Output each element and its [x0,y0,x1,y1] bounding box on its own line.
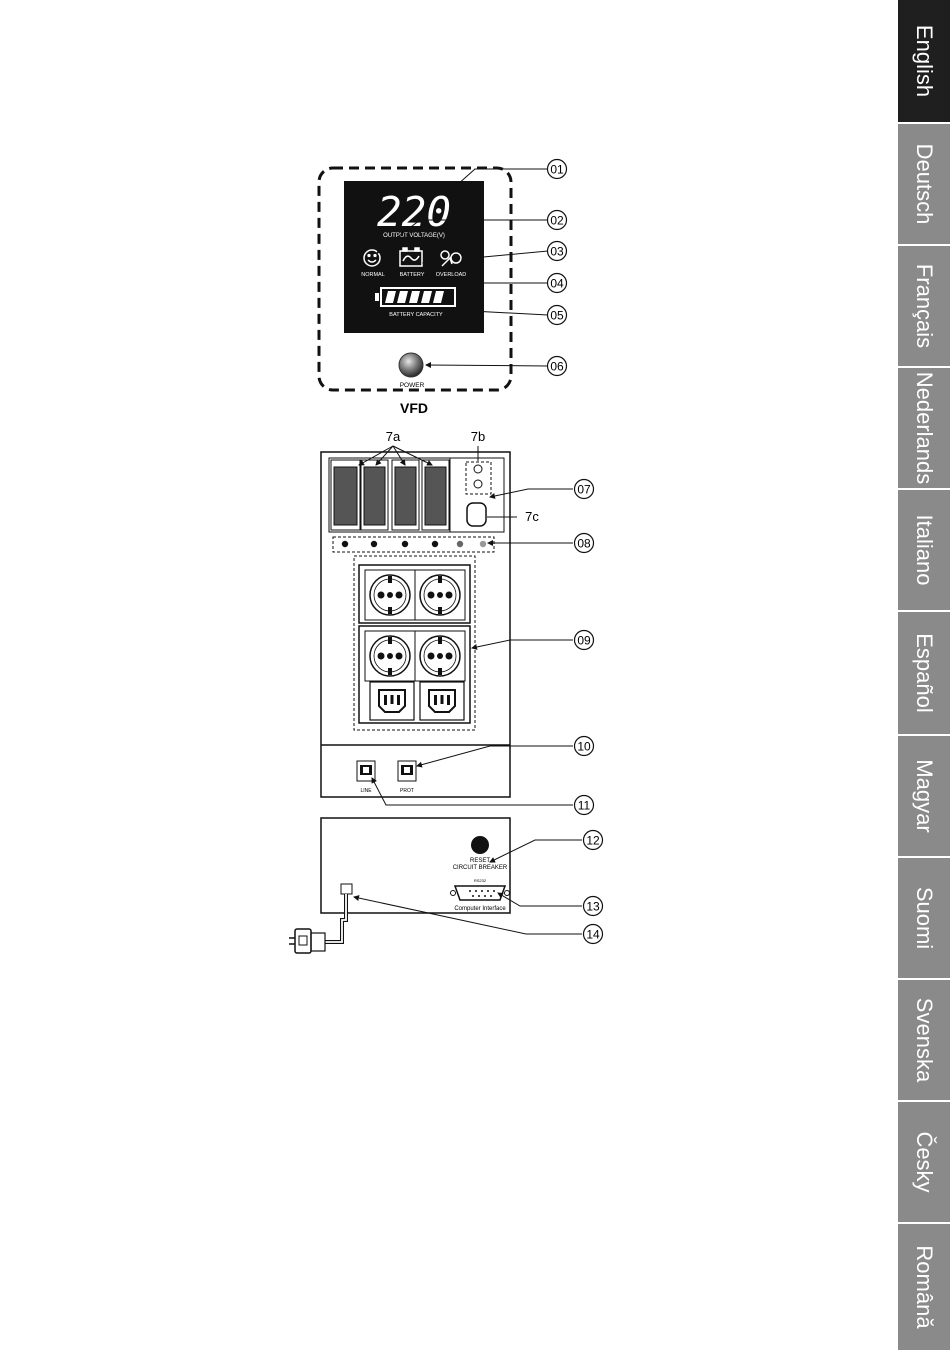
language-tab-label: Italiano [911,515,937,586]
label-7c: 7c [525,509,539,524]
callout-number: 04 [550,277,564,291]
battery-slot [395,467,416,525]
battery-slot [334,467,357,525]
indicator-led-bottom [474,480,482,488]
language-tab[interactable]: Česky [898,1102,950,1224]
language-tab[interactable]: Español [898,612,950,736]
language-tab-label: Svenska [911,998,937,1082]
callout-number: 08 [577,537,591,551]
callout-number: 05 [550,309,564,323]
callout-number: 02 [550,214,564,228]
callout-number: 03 [550,245,564,259]
capacity-label: BATTERY CAPACITY [389,312,443,318]
language-tab-label: Magyar [911,759,937,832]
schuko-outlet [415,631,465,681]
indicator-dot [342,541,348,547]
reset-label: RESET [470,858,490,864]
interface-label: Computer Interface [454,906,506,912]
normal-label: NORMAL [361,272,385,278]
indicator-dot [457,541,463,547]
callout-number: 14 [586,928,600,942]
prot-label: PROT [400,788,414,794]
ups-diagram: 220 OUTPUT VOLTAGE(V) NORMAL BATTERY OVE… [0,0,898,1352]
reset-button[interactable] [471,836,489,854]
schuko-outlet [365,570,415,620]
rs232-port[interactable] [451,886,510,900]
indicator-dot [432,541,438,547]
indicator-dot [480,541,486,547]
rs232-label: RS232 [474,878,487,883]
side-panel: RESET CIRCUIT BREAKER RS232 Computer Int… [289,818,510,953]
language-tab[interactable]: Français [898,246,950,368]
language-tab-label: English [911,25,937,97]
callout-number: 07 [577,483,591,497]
breaker-label: CIRCUIT BREAKER [453,865,508,871]
iec-outlet [370,682,414,720]
language-tab-label: Nederlands [911,372,937,485]
breaker-switch[interactable] [467,503,486,526]
callout-number: 01 [550,163,564,177]
language-tab[interactable]: Magyar [898,736,950,858]
schuko-outlet [365,631,415,681]
language-tab[interactable]: Nederlands [898,368,950,490]
battery-slot [425,467,446,525]
language-tab[interactable]: Deutsch [898,124,950,246]
phone-jack-prot [398,761,416,781]
language-tab[interactable]: Italiano [898,490,950,612]
language-tab-label: Français [911,264,937,348]
language-tab[interactable]: Română [898,1224,950,1352]
callout-number: 10 [577,740,591,754]
vfd-title: VFD [400,400,428,416]
voltage-label: OUTPUT VOLTAGE(V) [383,233,445,239]
label-7a: 7a [386,429,401,444]
front-panel: 220 OUTPUT VOLTAGE(V) NORMAL BATTERY OVE… [319,168,511,390]
language-tab-label: Suomi [911,887,937,949]
language-tab-label: Česky [911,1131,937,1192]
language-tab-label: Deutsch [911,144,937,225]
indicator-dot [371,541,377,547]
language-tab[interactable]: English [898,0,950,124]
power-button[interactable] [399,353,423,377]
language-tab-label: Română [911,1245,937,1328]
callout-number: 09 [577,634,591,648]
iec-outlet [420,682,464,720]
callout-number: 12 [586,834,600,848]
power-label: POWER [400,382,425,389]
callout-number: 06 [550,360,564,374]
line-label: LINE [360,788,372,794]
power-plug-icon [289,929,325,953]
battery-slot [364,467,385,525]
language-tab[interactable]: Suomi [898,858,950,980]
schuko-outlet [415,570,465,620]
voltage-readout: 220 [377,188,451,236]
label-7b: 7b [471,429,485,444]
battery-label: BATTERY [400,272,425,278]
callout-number: 13 [586,900,600,914]
rear-panel: 7a 7b 7c LINE PROT [321,429,539,797]
language-tab[interactable]: Svenska [898,980,950,1102]
indicator-led-top [474,465,482,473]
indicator-dot [402,541,408,547]
callout-number: 11 [578,799,591,813]
overload-label: OVERLOAD [436,272,467,278]
language-tabs: EnglishDeutschFrançaisNederlandsItaliano… [898,0,950,1352]
language-tab-label: Español [911,633,937,713]
